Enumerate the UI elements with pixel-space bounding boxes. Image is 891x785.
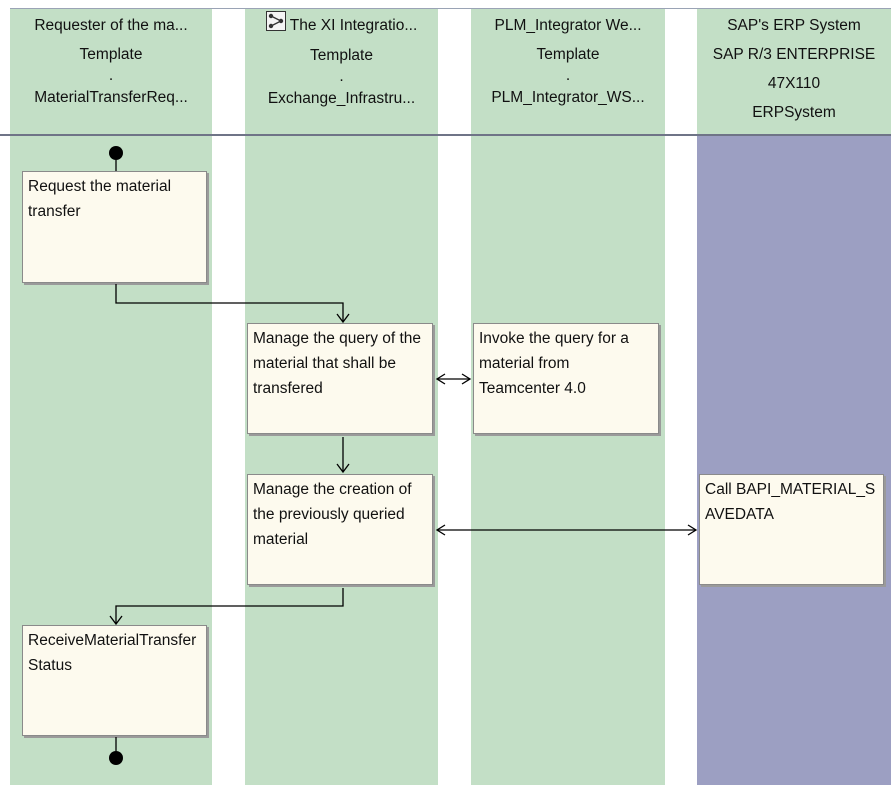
lane-sap-erp[interactable]: SAP's ERP System SAP R/3 ENTERPRISE 47X1…	[697, 9, 891, 785]
lane-subtitle: Template	[79, 46, 143, 63]
connector-creation-to-receive[interactable]	[115, 588, 344, 624]
lane-title: Requester of the ma...	[34, 17, 188, 34]
lane-header-xi-integration: The XI Integratio... Template . Exchange…	[245, 9, 438, 134]
arrowhead	[435, 524, 446, 536]
lane-separator-dot: .	[565, 69, 571, 83]
lane-subtitle: Template	[536, 46, 600, 63]
activity-manage-creation[interactable]: Manage the creation of the previously qu…	[247, 474, 433, 585]
lane-title: The XI Integratio...	[289, 17, 418, 35]
arrowhead	[109, 615, 123, 626]
lane-header-plm-integrator: PLM_Integrator We... Template . PLM_Inte…	[471, 9, 665, 134]
lane-id: Exchange_Infrastru...	[267, 90, 416, 107]
activity-request-material-transfer[interactable]: Request the material transfer	[22, 171, 207, 283]
arrowhead	[461, 373, 472, 385]
lane-version: 47X110	[767, 75, 821, 92]
arrowhead	[336, 313, 350, 324]
lane-id: PLM_Integrator_WS...	[491, 89, 645, 106]
activity-call-bapi[interactable]: Call BAPI_MATERIAL_SAVEDATA	[699, 474, 884, 585]
activity-receive-status[interactable]: ReceiveMaterialTransferStatus	[22, 625, 207, 736]
lane-separator-dot: .	[108, 69, 114, 83]
lane-header-requester: Requester of the ma... Template . Materi…	[10, 9, 212, 134]
lane-separator-dot: .	[339, 70, 344, 84]
lane-title: PLM_Integrator We...	[494, 17, 642, 34]
activity-manage-query[interactable]: Manage the query of the material that sh…	[247, 323, 433, 434]
top-border	[10, 8, 891, 9]
lane-id: MaterialTransferReq...	[34, 89, 188, 106]
integration-process-icon	[265, 11, 286, 41]
arrowhead	[336, 463, 350, 474]
arrowhead	[435, 373, 446, 385]
end-node[interactable]	[109, 751, 123, 765]
lane-title: SAP's ERP System	[727, 17, 861, 34]
start-node[interactable]	[109, 146, 123, 160]
lane-subtitle: Template	[310, 47, 373, 64]
arrowhead	[687, 524, 698, 536]
lane-subtitle: SAP R/3 ENTERPRISE	[712, 46, 876, 63]
activity-invoke-query[interactable]: Invoke the query for a material from Tea…	[473, 323, 659, 434]
header-divider	[0, 134, 891, 136]
connector-request-to-query[interactable]	[115, 284, 344, 322]
lane-id: ERPSystem	[752, 104, 836, 121]
lane-header-sap-erp: SAP's ERP System SAP R/3 ENTERPRISE 47X1…	[697, 9, 891, 134]
